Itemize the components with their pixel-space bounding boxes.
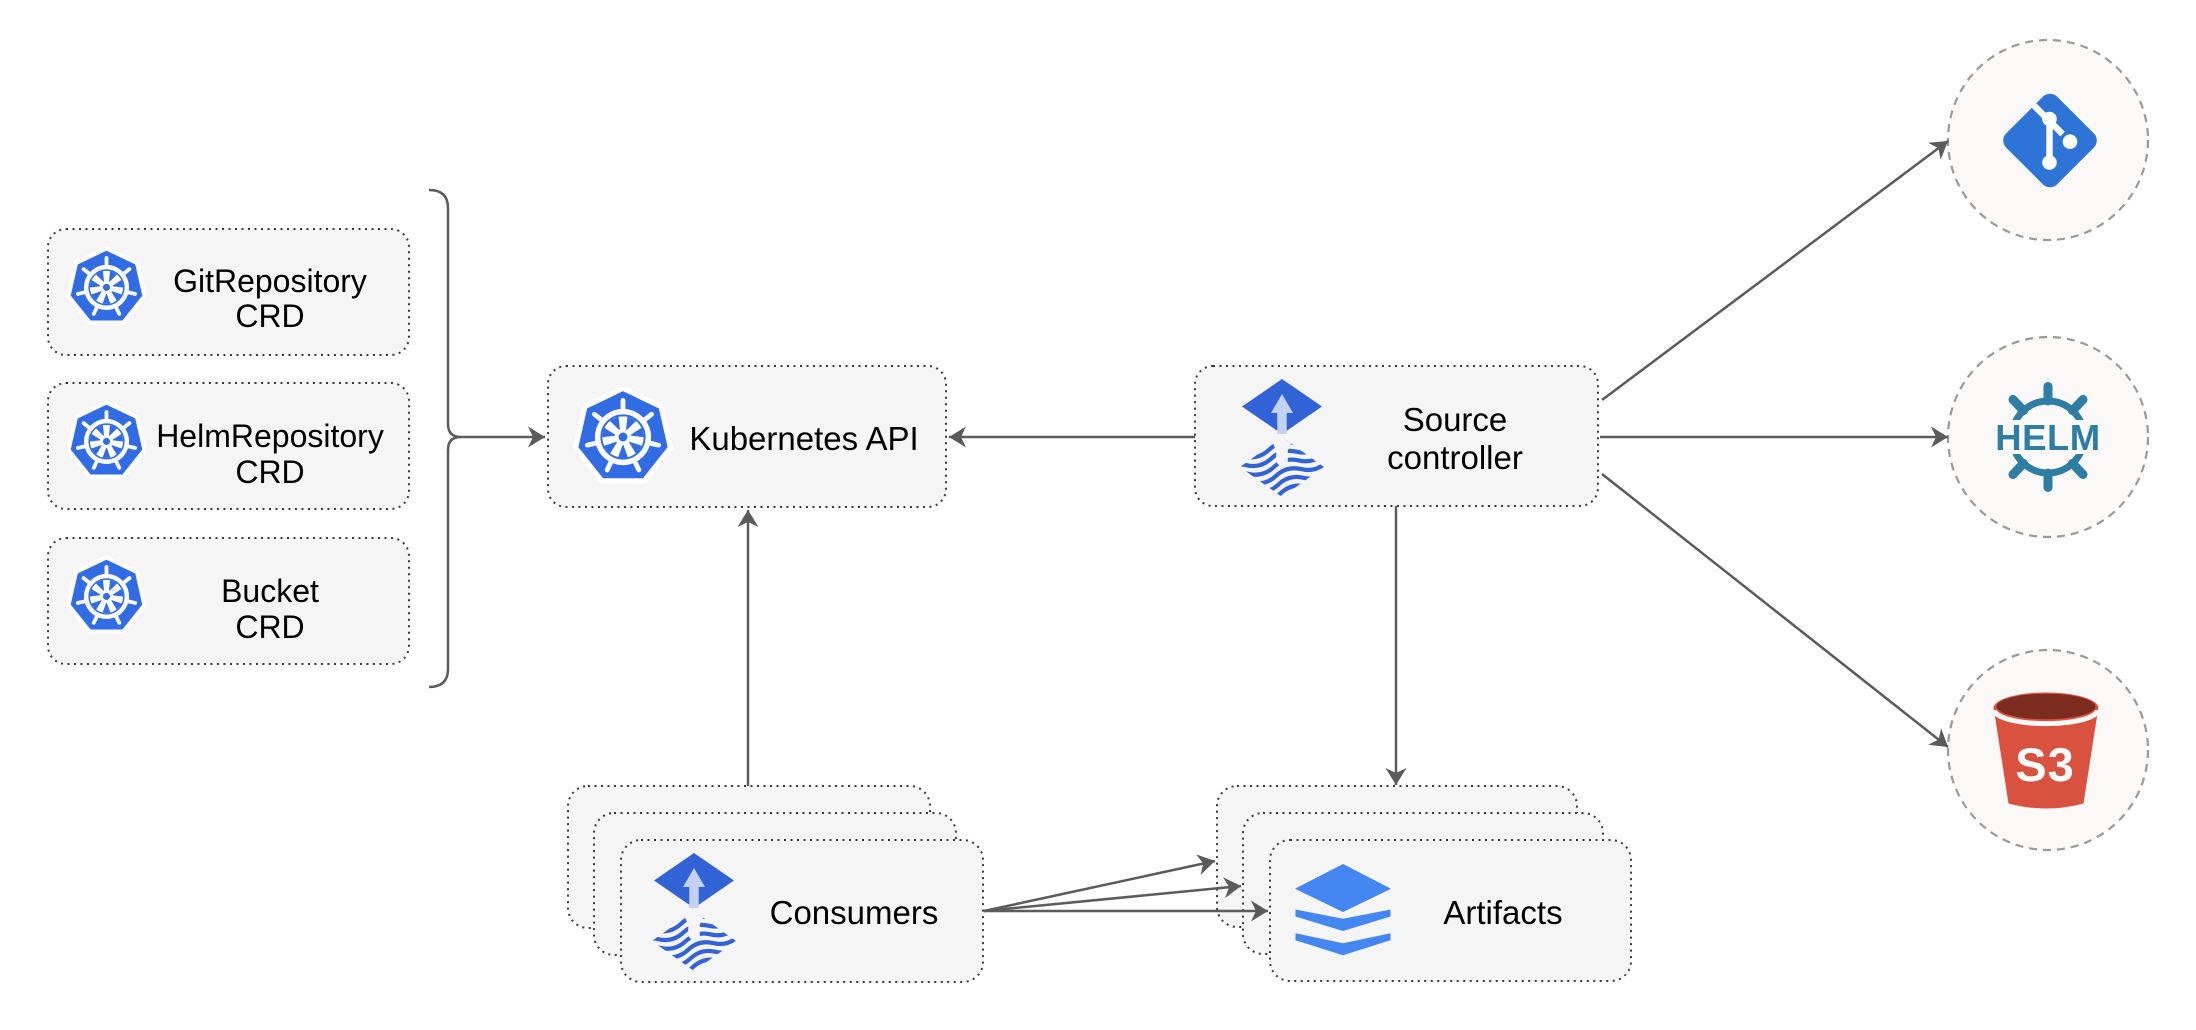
svg-text:GitRepository: GitRepository — [173, 263, 367, 299]
svg-text:Artifacts: Artifacts — [1443, 894, 1562, 931]
svg-text:S3: S3 — [2015, 738, 2075, 791]
svg-text:Source: Source — [1403, 401, 1508, 438]
svg-text:HELM: HELM — [1995, 417, 2100, 458]
svg-text:CRD: CRD — [235, 298, 304, 334]
svg-text:Consumers: Consumers — [770, 894, 939, 931]
svg-text:CRD: CRD — [235, 609, 304, 645]
svg-text:Bucket: Bucket — [221, 573, 319, 609]
svg-text:controller: controller — [1387, 439, 1523, 476]
svg-text:Kubernetes API: Kubernetes API — [689, 420, 918, 457]
svg-text:HelmRepository: HelmRepository — [156, 418, 384, 454]
svg-text:CRD: CRD — [235, 454, 304, 490]
